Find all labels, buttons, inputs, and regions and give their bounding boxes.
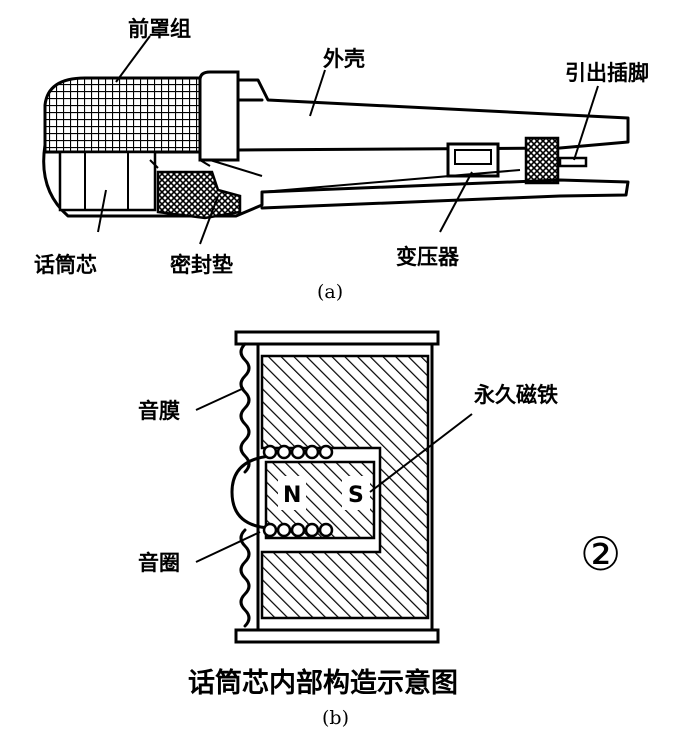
label-housing: 外壳 (323, 47, 365, 71)
front-cover-flange (198, 70, 240, 162)
housing-outline (236, 78, 630, 152)
mic-core-cross-section: N S (230, 330, 440, 644)
caption-b: (b) (322, 707, 349, 729)
leader-lines-b (195, 387, 473, 563)
north-pole: N (283, 483, 301, 508)
label-coil: 音圈 (138, 551, 180, 575)
figure-number: ② (580, 527, 621, 581)
top-flange (234, 330, 440, 346)
label-diaphragm: 音膜 (138, 399, 180, 423)
caption-a: (a) (317, 281, 343, 303)
leader-lines-a (97, 35, 599, 245)
front-cover-mesh (43, 76, 207, 154)
voice-coil-loop (230, 454, 272, 530)
bottom-flange (234, 628, 440, 644)
label-transformer: 变压器 (396, 245, 460, 269)
diaphragm (239, 342, 251, 628)
pins-block (524, 136, 560, 185)
label-pins: 引出插脚 (565, 61, 649, 85)
label-magnet: 永久磁铁 (473, 383, 558, 407)
lead-pin (558, 156, 588, 168)
label-front-cover: 前罩组 (128, 17, 191, 41)
south-pole: S (348, 483, 364, 508)
seal-gasket (156, 170, 242, 220)
coil-turns-bottom (262, 522, 334, 538)
coil-turns-top (262, 444, 334, 460)
microphone-assembly (42, 70, 630, 220)
mic-core-body (58, 150, 157, 212)
part-b-title: 话筒芯内部构造示意图 (188, 667, 458, 699)
label-mic-core: 话筒芯 (34, 253, 97, 277)
label-seal: 密封垫 (170, 253, 233, 277)
